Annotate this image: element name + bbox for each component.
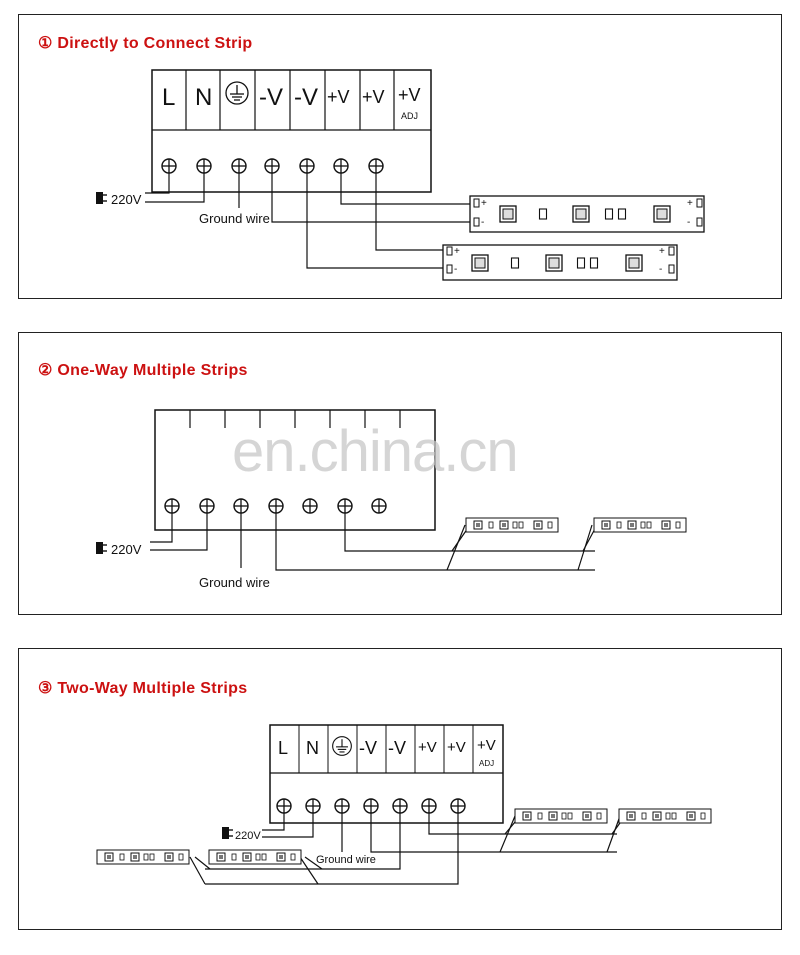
led-strip-3b <box>619 809 711 823</box>
label-adj: ADJ <box>401 111 418 121</box>
led-strip-3d <box>209 850 301 864</box>
svg-text:+: + <box>687 198 693 209</box>
led-strip-2a <box>466 518 558 532</box>
label-L-3: L <box>278 738 288 758</box>
svg-text:+: + <box>659 246 665 257</box>
panel-1-title: ① Directly to Connect Strip <box>38 35 253 52</box>
label-N-3: N <box>306 738 319 758</box>
earth-ground-icon-3 <box>332 736 352 756</box>
ground-wire-label-1: Ground wire <box>199 211 270 226</box>
wires-panel-1 <box>145 173 474 269</box>
terminal-L <box>161 158 177 174</box>
plug-icon-3 <box>221 826 234 840</box>
led-strip-3c <box>97 850 189 864</box>
terminal-neg-2 <box>299 158 315 174</box>
label-neg-v-1: -V <box>259 84 283 111</box>
label-pos-v-2: +V <box>362 87 385 107</box>
svg-text:-: - <box>481 217 484 228</box>
svg-text:+: + <box>481 198 487 209</box>
label-pos-v-3b: +V <box>447 739 466 756</box>
voltage-label-3: 220V <box>235 830 261 842</box>
terminal-pos-2 <box>368 158 384 174</box>
ground-wire-label-3: Ground wire <box>316 854 376 866</box>
wires-panel-3 <box>189 813 626 885</box>
voltage-label-2: 220V <box>111 542 142 557</box>
svg-text:-: - <box>659 264 662 275</box>
terminal-pos-1 <box>333 158 349 174</box>
label-L: L <box>162 84 175 111</box>
voltage-label-1: 220V <box>111 192 142 207</box>
svg-text:-: - <box>687 217 690 228</box>
label-neg-v-2: -V <box>294 84 318 111</box>
label-pos-v-adj-3: +V <box>477 737 496 754</box>
label-pos-v-1: +V <box>327 87 350 107</box>
earth-ground-icon <box>225 81 249 105</box>
label-N: N <box>195 84 212 111</box>
power-supply-3: L N -V -V +V +V +V ADJ <box>269 724 504 824</box>
panel-2-title: ② One-Way Multiple Strips <box>38 362 248 379</box>
terminal-ground <box>231 158 247 174</box>
label-pos-v-3a: +V <box>418 739 437 756</box>
ground-wire-label-2: Ground wire <box>199 575 270 590</box>
terminal-neg-1 <box>264 158 280 174</box>
led-strip-1a: + - + - <box>469 195 705 233</box>
power-supply-1: L N -V -V +V +V +V ADJ <box>151 69 432 193</box>
power-supply-2 <box>154 409 436 531</box>
led-strip-1b: + - + - <box>442 244 678 281</box>
watermark: en.china.cn <box>232 419 519 484</box>
led-strip-2b <box>594 518 686 532</box>
label-neg-v-3a: -V <box>359 738 377 758</box>
terminal-N <box>196 158 212 174</box>
label-pos-v-adj: +V <box>398 85 421 105</box>
label-adj-3: ADJ <box>479 759 494 768</box>
led-strip-3a <box>515 809 607 823</box>
plug-icon-1 <box>95 191 108 205</box>
svg-text:+: + <box>454 246 460 257</box>
svg-text:-: - <box>454 264 457 275</box>
panel-3-title: ③ Two-Way Multiple Strips <box>38 680 248 697</box>
label-neg-v-3b: -V <box>388 738 406 758</box>
wires-panel-2 <box>150 513 598 571</box>
plug-icon-2 <box>95 541 108 555</box>
